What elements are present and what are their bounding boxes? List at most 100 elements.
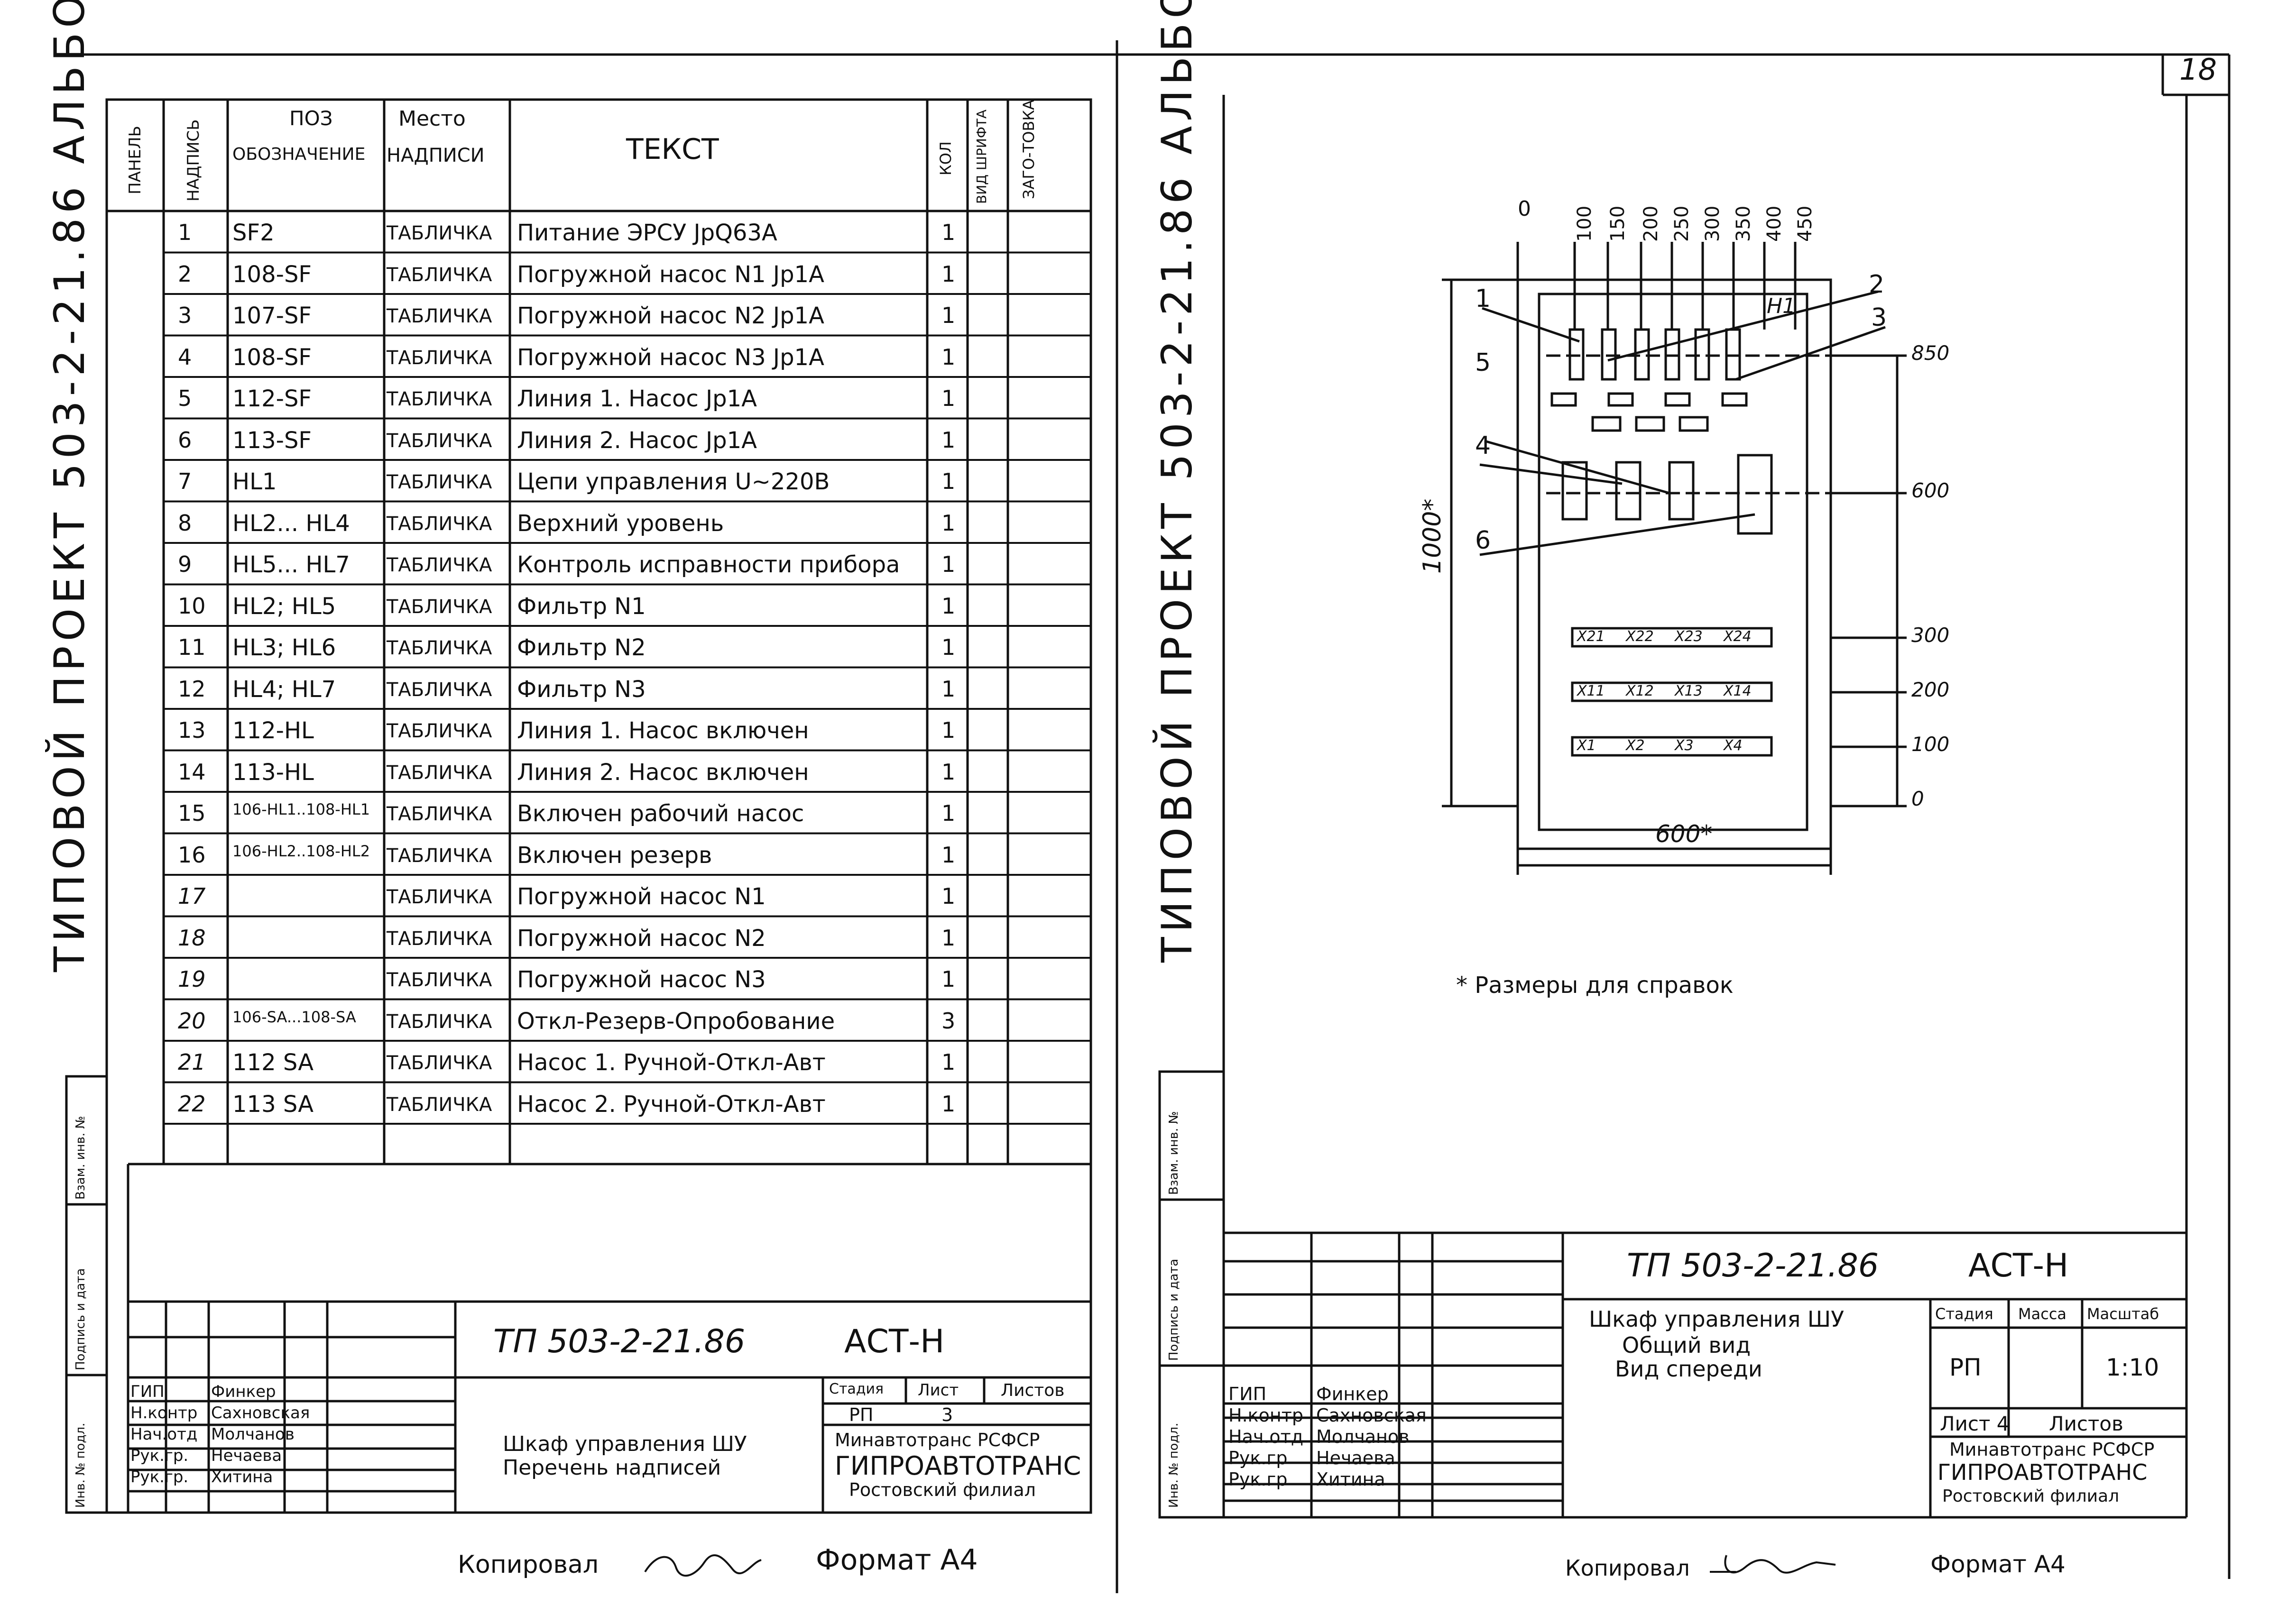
header-pos-line2: ОБОЗНАЧЕНИЕ <box>232 145 366 164</box>
row-qty: 1 <box>941 634 956 660</box>
row-text: Погружной насос N2 Jp1А <box>517 303 824 329</box>
row-number: 17 <box>178 883 206 909</box>
stamp-name: Нечаева <box>1316 1448 1395 1468</box>
row-qty: 1 <box>941 842 956 868</box>
row-text: Линия 2. Насос Jp1А <box>517 427 757 454</box>
row-number: 5 <box>178 385 192 411</box>
row-number: 4 <box>178 344 192 370</box>
row-number: 16 <box>178 842 206 868</box>
callout-number: 5 <box>1475 349 1491 377</box>
row-number: 21 <box>178 1049 206 1075</box>
row-qty: 1 <box>941 883 956 909</box>
header-place-line2: НАДПИСИ <box>387 145 485 166</box>
row-place: ТАБЛИЧКА <box>387 720 492 742</box>
cabinet-drawing <box>1442 242 1907 875</box>
row-text: Насос 2. Ручной-Откл-Авт <box>517 1091 826 1118</box>
top-dimension-label: 100 <box>1574 205 1596 242</box>
terminal-label: Х3 <box>1675 737 1694 754</box>
row-place: ТАБЛИЧКА <box>387 222 492 244</box>
row-qty: 1 <box>941 966 956 992</box>
left-stamp-stage-label: Стадия <box>829 1381 884 1397</box>
right-stamp-scale: 1:10 <box>2106 1354 2159 1381</box>
row-place: ТАБЛИЧКА <box>387 388 492 410</box>
drawing-note: * Размеры для справок <box>1456 972 1734 999</box>
row-place: ТАБЛИЧКА <box>387 637 492 659</box>
row-number: 15 <box>178 800 206 826</box>
row-text: Контроль исправности прибора <box>517 551 900 578</box>
row-place: ТАБЛИЧКА <box>387 513 492 535</box>
row-place: ТАБЛИЧКА <box>387 886 492 908</box>
stamp-role: Н.контр <box>1228 1405 1303 1426</box>
row-number: 13 <box>178 717 206 743</box>
row-text: Линия 1. Насос Jp1А <box>517 385 757 412</box>
row-text: Верхний уровень <box>517 510 724 537</box>
row-place: ТАБЛИЧКА <box>387 969 492 991</box>
row-qty: 1 <box>941 344 956 370</box>
right-side-label-signature: Подпись и дата <box>1167 1258 1181 1361</box>
row-place: ТАБЛИЧКА <box>387 762 492 784</box>
row-designation: 113-SF <box>232 427 312 454</box>
top-dimension-label: 200 <box>1640 205 1662 242</box>
row-place: ТАБЛИЧКА <box>387 305 492 327</box>
callout-number: 2 <box>1869 270 1885 299</box>
stamp-role: Рук.гр <box>1228 1469 1288 1490</box>
callout-number: 3 <box>1871 303 1887 332</box>
row-text: Фильтр N1 <box>517 593 646 620</box>
row-qty: 1 <box>941 925 956 951</box>
row-qty: 1 <box>941 759 956 785</box>
stamp-name: Нечаева <box>211 1446 282 1465</box>
terminal-label: Х4 <box>1724 737 1743 754</box>
stamp-name: Хитина <box>1316 1469 1385 1490</box>
right-copied-label: Копировал <box>1565 1555 1690 1581</box>
terminal-label: Х1 <box>1577 737 1596 754</box>
row-text: Включен рабочий насос <box>517 800 804 827</box>
row-number: 10 <box>178 593 206 619</box>
row-qty: 1 <box>941 385 956 411</box>
row-text: Линия 2. Насос включен <box>517 759 809 786</box>
left-copied-signature <box>644 1554 762 1577</box>
top-dimension-label: 150 <box>1607 205 1629 242</box>
row-text: Фильтр N2 <box>517 634 646 661</box>
callout-number: 6 <box>1475 526 1491 555</box>
row-place: ТАБЛИЧКА <box>387 844 492 867</box>
right-stamp-mass-label: Масса <box>2018 1305 2067 1323</box>
row-place: ТАБЛИЧКА <box>387 430 492 452</box>
terminal-label: Х21 <box>1577 628 1605 645</box>
row-place: ТАБЛИЧКА <box>387 1010 492 1033</box>
terminal-label: Х11 <box>1577 683 1605 699</box>
header-place-line1: Место <box>398 107 466 131</box>
row-text: Погружной насос N3 <box>517 966 766 993</box>
left-copied-label: Копировал <box>458 1551 599 1579</box>
row-number: 11 <box>178 634 206 660</box>
row-designation: 106-HL2..108-HL2 <box>232 842 370 860</box>
row-number: 18 <box>178 925 206 951</box>
top-dimension-label: 400 <box>1763 205 1785 242</box>
right-side-label-inventory: Инв. № подл. <box>1167 1422 1181 1508</box>
left-stamp-sheet: 3 <box>941 1404 953 1425</box>
row-number: 14 <box>178 759 206 785</box>
row-place: ТАБЛИЧКА <box>387 1052 492 1074</box>
row-qty: 1 <box>941 551 956 577</box>
row-qty: 1 <box>941 1091 956 1117</box>
row-qty: 1 <box>941 303 956 328</box>
terminal-label: Х23 <box>1675 628 1703 645</box>
row-place: ТАБЛИЧКА <box>387 554 492 576</box>
stamp-name: Финкер <box>211 1382 276 1401</box>
row-qty: 1 <box>941 510 956 536</box>
row-designation: 113-HL <box>232 759 314 786</box>
row-number: 20 <box>178 1008 206 1034</box>
row-designation: 106-HL1..108-HL1 <box>232 800 370 818</box>
row-text: Откл-Резерв-Опробование <box>517 1008 835 1035</box>
row-designation: 107-SF <box>232 303 312 329</box>
stamp-role: ГИП <box>130 1382 165 1401</box>
row-number: 19 <box>178 966 206 992</box>
right-stamp-sheet-label: Лист 4 <box>1940 1412 2010 1435</box>
left-stamp-stage: РП <box>849 1404 874 1425</box>
top-dimension-label: 350 <box>1733 205 1754 242</box>
row-text: Цепи управления U~220В <box>517 468 830 495</box>
row-place: ТАБЛИЧКА <box>387 596 492 618</box>
row-designation: HL5... HL7 <box>232 551 350 578</box>
row-qty: 1 <box>941 468 956 494</box>
row-place: ТАБЛИЧКА <box>387 679 492 701</box>
